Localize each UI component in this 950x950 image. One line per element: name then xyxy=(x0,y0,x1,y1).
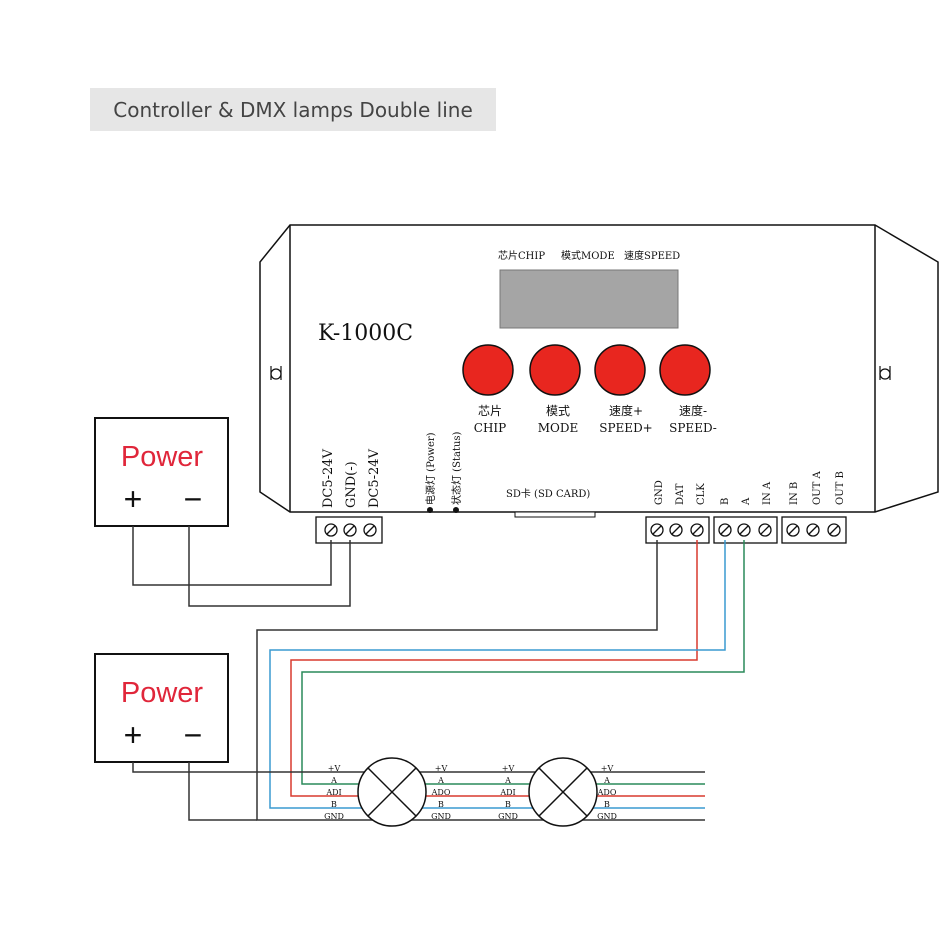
power-supply-2 xyxy=(94,653,229,763)
mount-hole-left xyxy=(270,366,282,380)
output-terminal-block-3 xyxy=(781,516,847,544)
lamp2-in-pin-label-2: ADI xyxy=(499,788,515,797)
lamp-2 xyxy=(528,757,598,827)
speed-up-label-en: SPEED+ xyxy=(599,421,653,435)
display-label-chip: 芯片CHIP xyxy=(498,249,545,262)
terminal-label-b: B xyxy=(720,498,731,505)
display-label-speed: 速度SPEED xyxy=(624,249,680,262)
wire-ps2-positive xyxy=(132,762,705,773)
chip-button-label-cn: 芯片 xyxy=(478,404,502,418)
speed-up-label-cn: 速度+ xyxy=(609,403,643,418)
lamp1-out-pin-label-3: B xyxy=(438,800,444,809)
lamp1-in-pin-label-0: +V xyxy=(328,764,341,773)
wire-ps1-negative xyxy=(188,526,351,607)
display-label-mode: 模式MODE xyxy=(561,249,615,262)
chip-button[interactable] xyxy=(462,344,514,396)
sd-card-label: SD卡 (SD CARD) xyxy=(506,487,590,500)
lcd-display xyxy=(499,269,679,329)
power-indicator-label: 电源灯 (Power) xyxy=(424,432,437,505)
lamp-1 xyxy=(357,757,427,827)
power-terminal-label-1: DC5-24V xyxy=(321,448,336,508)
power-terminal-label-3: DC5-24V xyxy=(367,448,382,508)
power-terminal-block xyxy=(315,516,383,544)
speed-down-button[interactable] xyxy=(659,344,711,396)
diagram-title: Controller & DMX lamps Double line xyxy=(90,88,496,131)
lamp2-in-pin-label-3: B xyxy=(505,800,511,809)
wire-ps2-negative xyxy=(188,762,257,821)
mode-button-label-en: MODE xyxy=(538,421,579,435)
model-name: K-1000C xyxy=(318,321,413,346)
status-indicator-label: 状态灯 (Status) xyxy=(450,431,463,505)
sd-card-slot[interactable] xyxy=(514,511,596,518)
mode-button[interactable] xyxy=(529,344,581,396)
power-supply-1 xyxy=(94,417,229,527)
power-supply-2-label: Power xyxy=(121,677,204,709)
power-supply-1-label: Power xyxy=(121,441,204,473)
terminal-label-out-a: OUT A xyxy=(812,471,823,505)
lamp1-out-pin-label-2: ADO xyxy=(431,788,451,797)
lamp2-out-pin-label-2: ADO xyxy=(597,788,617,797)
terminal-label-in-a: IN A xyxy=(762,481,773,505)
lamp1-in-pin-label-4: GND xyxy=(324,812,344,821)
controller-body xyxy=(259,224,939,513)
power-supply-2-plus: + xyxy=(124,717,143,753)
terminal-label-a: A xyxy=(741,497,752,506)
speed-down-label-en: SPEED- xyxy=(669,421,717,435)
lamp1-out-pin-label-1: A xyxy=(437,776,444,785)
terminal-label-dat: DAT xyxy=(675,483,686,505)
output-terminal-block-1 xyxy=(645,516,710,544)
terminal-label-in-b: IN B xyxy=(789,482,800,505)
mount-hole-right xyxy=(879,366,891,380)
lamp1-in-pin-label-3: B xyxy=(331,800,337,809)
terminal-label-out-b: OUT B xyxy=(835,471,846,505)
status-led-icon xyxy=(453,507,459,513)
lamp2-out-pin-label-3: B xyxy=(604,800,610,809)
lamp1-out-pin-label-4: GND xyxy=(431,812,451,821)
power-led-icon xyxy=(427,507,433,513)
speed-down-label-cn: 速度- xyxy=(679,403,707,418)
wire-dat-red xyxy=(290,540,705,797)
lamp2-in-pin-label-0: +V xyxy=(502,764,515,773)
terminal-label-gnd: GND xyxy=(654,480,665,505)
lamp2-in-pin-label-4: GND xyxy=(498,812,518,821)
lamp2-out-pin-label-1: A xyxy=(603,776,610,785)
lamp1-in-pin-label-1: A xyxy=(330,776,337,785)
speed-up-button[interactable] xyxy=(594,344,646,396)
power-supply-1-minus: − xyxy=(184,481,203,517)
lamp1-out-pin-label-0: +V xyxy=(435,764,448,773)
output-terminal-block-2 xyxy=(713,516,778,544)
wire-gnd xyxy=(256,540,705,821)
terminal-label-clk: CLK xyxy=(696,483,707,505)
lamp2-out-pin-label-0: +V xyxy=(601,764,614,773)
mode-button-label-cn: 模式 xyxy=(546,404,570,418)
wire-ps1-positive xyxy=(132,526,332,586)
wire-a-green xyxy=(301,540,745,785)
lamp1-in-pin-label-2: ADI xyxy=(325,788,341,797)
chip-button-label-en: CHIP xyxy=(474,421,506,435)
lamp2-out-pin-label-4: GND xyxy=(597,812,617,821)
power-terminal-label-2: GND(-) xyxy=(344,461,359,508)
lamp2-in-pin-label-1: A xyxy=(504,776,511,785)
power-supply-2-minus: − xyxy=(184,717,203,753)
power-supply-1-plus: + xyxy=(124,481,143,517)
